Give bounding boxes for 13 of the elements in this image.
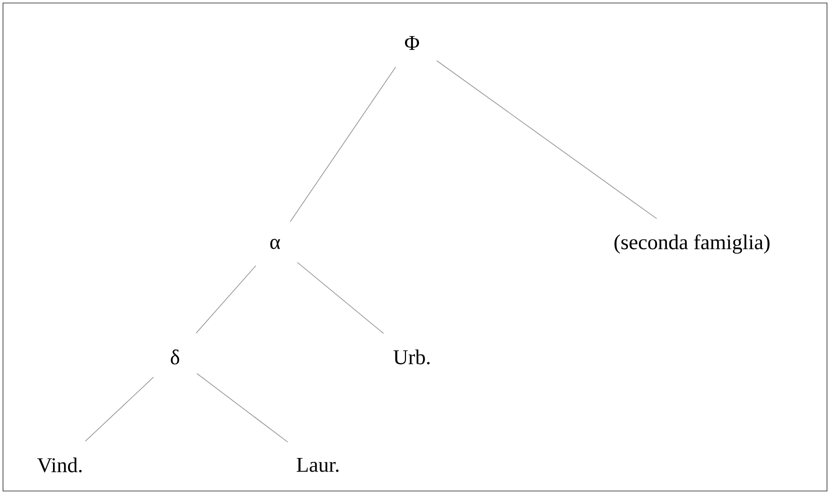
branch-line	[196, 373, 288, 442]
node-label: δ	[170, 350, 180, 364]
branch-line	[436, 60, 658, 219]
node-label: (seconda famiglia)	[614, 234, 770, 254]
node-label: Φ	[404, 36, 420, 50]
node-label: Vind.	[37, 458, 82, 472]
node-label: α	[270, 238, 280, 250]
node-label: Urb.	[394, 350, 430, 364]
node-label: Laur.	[296, 458, 338, 472]
branch-line	[290, 66, 396, 222]
branch-line	[296, 262, 384, 334]
branch-line	[196, 265, 256, 334]
branch-line	[84, 376, 154, 442]
